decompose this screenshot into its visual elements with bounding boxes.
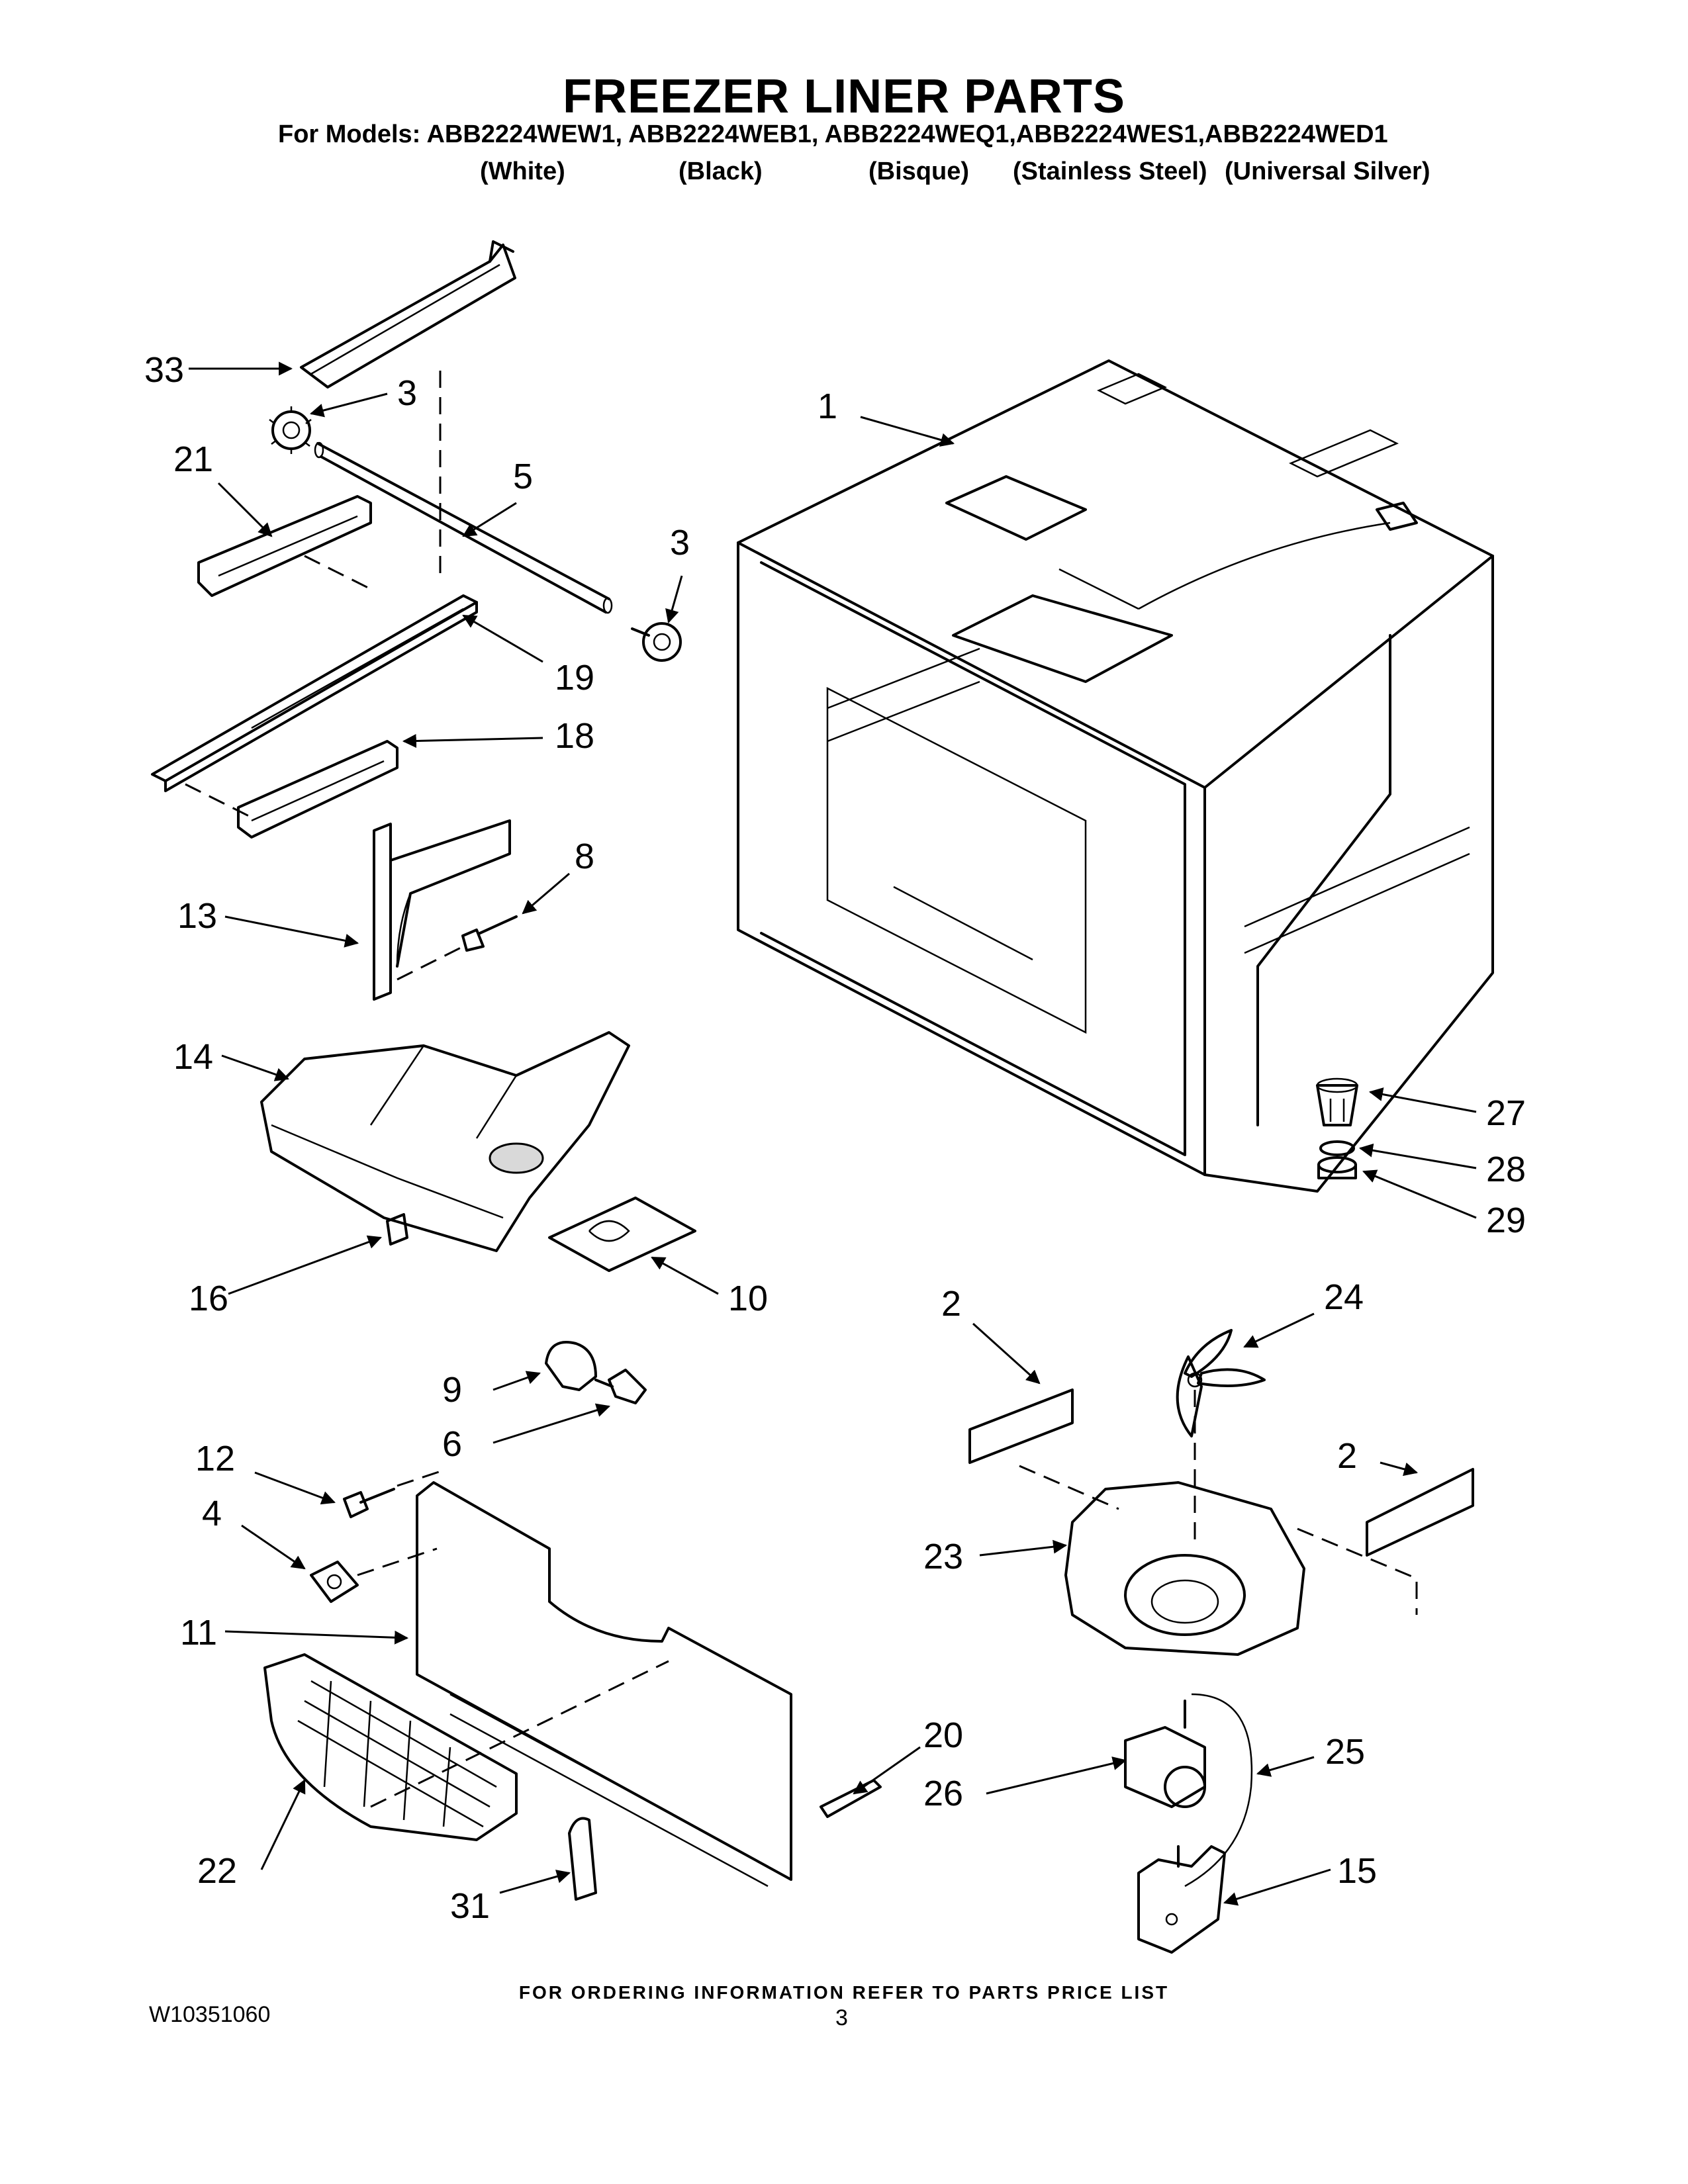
part-33-rail xyxy=(300,240,516,388)
callout-24: 24 xyxy=(1324,1277,1364,1317)
callout-2-left: 2 xyxy=(941,1284,961,1324)
part-4-light-socket xyxy=(310,1547,438,1603)
callout-3-top: 3 xyxy=(397,373,417,413)
color-bisque: (Bisque) xyxy=(868,158,969,185)
part-18-bracket xyxy=(185,740,399,839)
callout-16: 16 xyxy=(189,1279,228,1318)
part-3-gear-top xyxy=(269,406,312,454)
callout-8: 8 xyxy=(575,837,594,876)
callout-6: 6 xyxy=(442,1424,462,1464)
callout-29: 29 xyxy=(1486,1201,1526,1240)
part-25-wire-harness xyxy=(1184,1693,1253,1888)
part-2-pad-left xyxy=(968,1388,1074,1464)
callout-19: 19 xyxy=(555,658,594,698)
color-white: (White) xyxy=(480,158,565,185)
part-28-ring xyxy=(1319,1140,1355,1156)
callout-labels: 33 3 1 21 5 3 19 18 8 13 14 27 28 29 16 … xyxy=(144,350,1526,1926)
callout-5: 5 xyxy=(513,457,533,496)
part-13-bracket xyxy=(373,819,511,1001)
part-10-gasket xyxy=(548,1197,696,1272)
color-universal-silver: (Universal Silver) xyxy=(1225,158,1430,185)
callout-3-right: 3 xyxy=(670,523,690,563)
ordering-note: FOR ORDERING INFORMATION REFER TO PARTS … xyxy=(518,1982,1170,2003)
callout-15: 15 xyxy=(1337,1851,1377,1891)
callout-2-right: 2 xyxy=(1337,1436,1357,1476)
part-20-strip xyxy=(820,1779,882,1818)
document-number: W10351060 xyxy=(149,2002,271,2027)
part-16-clip xyxy=(386,1213,408,1246)
callout-21: 21 xyxy=(173,439,213,479)
page-number: 3 xyxy=(835,2005,848,2030)
page-title: FREEZER LINER PARTS xyxy=(563,70,1125,123)
part-27-cup xyxy=(1316,1077,1358,1126)
callout-1: 1 xyxy=(818,387,837,426)
callout-31: 31 xyxy=(450,1886,490,1926)
callout-33: 33 xyxy=(144,350,184,390)
part-29-plug xyxy=(1317,1156,1357,1179)
models-line: For Models: ABB2224WEW1, ABB2224WEB1, AB… xyxy=(278,120,1388,148)
part-19-slide-rail xyxy=(151,594,478,792)
color-stainless-steel: (Stainless Steel) xyxy=(1013,158,1207,185)
part-1-freezer-liner xyxy=(737,359,1494,1193)
callout-20: 20 xyxy=(923,1715,963,1755)
part-21-bracket xyxy=(197,495,372,597)
callout-23: 23 xyxy=(923,1537,963,1576)
color-black: (Black) xyxy=(679,158,763,185)
callout-11: 11 xyxy=(180,1613,217,1653)
callout-13: 13 xyxy=(177,896,217,936)
callout-12: 12 xyxy=(195,1439,235,1479)
callout-10: 10 xyxy=(728,1279,768,1318)
callout-18: 18 xyxy=(555,716,594,756)
part-31-clip xyxy=(568,1817,597,1901)
part-11-rear-panel xyxy=(370,1481,792,1888)
part-14-shelf xyxy=(260,1031,630,1252)
part-2-pad-right xyxy=(1366,1468,1474,1557)
callout-9: 9 xyxy=(442,1370,462,1410)
part-15-bracket xyxy=(1137,1845,1226,1954)
callout-25: 25 xyxy=(1325,1732,1365,1772)
leader-lines xyxy=(189,361,1477,1906)
part-26-fan-motor xyxy=(1124,1700,1206,1808)
callout-4: 4 xyxy=(202,1494,222,1533)
callout-22: 22 xyxy=(197,1851,237,1891)
callout-27: 27 xyxy=(1486,1093,1526,1133)
callout-26: 26 xyxy=(923,1774,963,1813)
callout-28: 28 xyxy=(1486,1150,1526,1189)
part-24-fan-blade xyxy=(1176,1329,1266,1437)
part-6-socket xyxy=(608,1369,647,1404)
part-23-fan-shroud xyxy=(1019,1390,1418,1656)
part-22-grille xyxy=(263,1653,518,1841)
part-12-screw xyxy=(343,1468,447,1518)
part-9-bulb xyxy=(545,1341,614,1391)
part-8-screw xyxy=(397,915,518,981)
part-3-gear-right xyxy=(631,622,682,662)
callout-14: 14 xyxy=(173,1037,213,1077)
